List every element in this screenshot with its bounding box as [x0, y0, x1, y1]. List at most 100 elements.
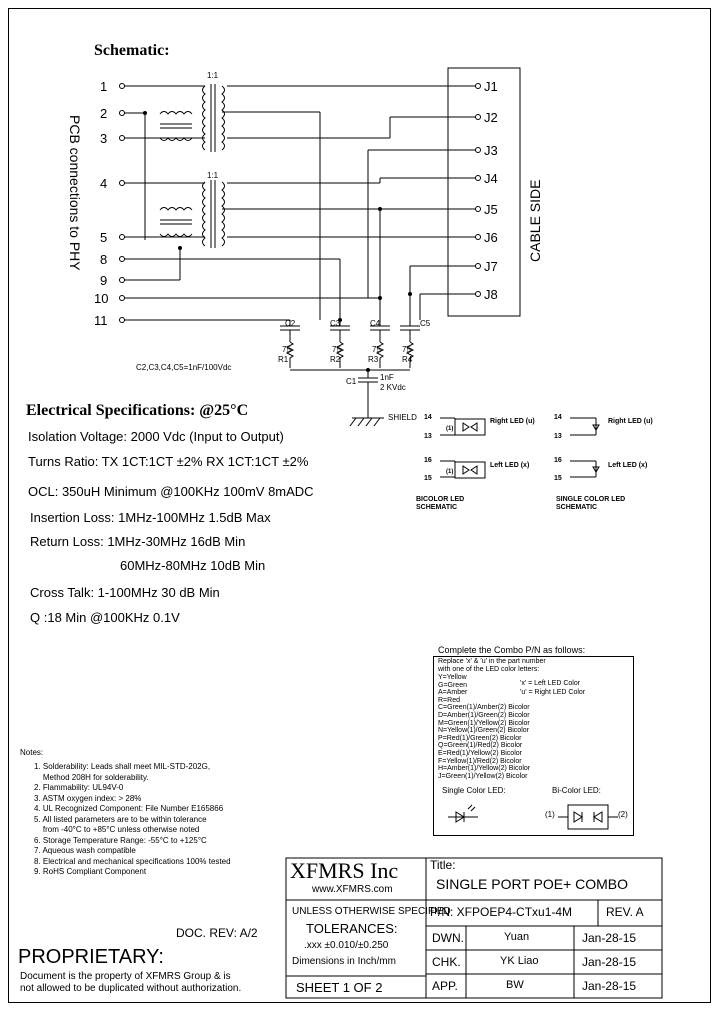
- transformer-1: [159, 84, 225, 152]
- sheet-label: SHEET 1 OF 2: [296, 980, 383, 995]
- combo-intro: with one of the LED color letters:: [438, 666, 540, 673]
- pcb-side-label: PCB connections to PHY: [67, 115, 83, 271]
- pin-label: J8: [484, 287, 498, 302]
- title-label: Title:: [430, 858, 456, 872]
- company-url: www.XFMRS.com: [312, 884, 393, 895]
- bicolor-schematic-label: BICOLOR LED: [416, 496, 464, 503]
- revision: REV. A: [606, 905, 644, 919]
- led-pin: 16: [424, 457, 432, 464]
- led-pin: 13: [554, 433, 562, 440]
- res-label: R3: [368, 355, 379, 364]
- pin-label: 11: [94, 313, 108, 328]
- tolerance-values: .xxx ±0.010/±0.250: [304, 940, 389, 951]
- proprietary-text: Document is the property of XFMRS Group …: [20, 971, 231, 982]
- caps: [280, 320, 420, 427]
- combo-num: (1): [545, 810, 555, 819]
- pin-label: 8: [100, 252, 107, 267]
- combo-led-symbols: [448, 804, 618, 830]
- unless-text: UNLESS OTHERWISE SPECIFIED: [292, 906, 451, 917]
- combo-code-item: A=Amber: [438, 689, 468, 697]
- combo-heading: Complete the Combo P/N as follows:: [438, 645, 586, 655]
- combo-code-item: R=Red: [438, 696, 460, 704]
- led-pin: 14: [424, 414, 432, 421]
- chk-name: YK Liao: [500, 955, 539, 967]
- res-value: 75: [332, 345, 341, 354]
- pin-label: 1: [100, 79, 107, 94]
- combo-code-item: J=Green(1)/Yellow(2) Bicolor: [438, 772, 528, 780]
- combo-x-note: 'x' = Left LED Color: [520, 680, 581, 687]
- combo-code-item: Y=Yellow: [438, 674, 467, 681]
- left-led-label: Left LED (x): [608, 462, 647, 469]
- chk-date: Jan-28-15: [582, 955, 637, 969]
- spec-line: OCL: 350uH Minimum @100KHz 100mV 8mADC: [28, 484, 314, 499]
- dwn-name: Yuan: [504, 931, 530, 943]
- dwn-date: Jan-28-15: [582, 931, 637, 945]
- app-date: Jan-28-15: [582, 979, 637, 993]
- spec-line: Turns Ratio: TX 1CT:1CT ±2% RX 1CT:1CT ±…: [28, 454, 309, 469]
- pin-label: 4: [100, 176, 107, 191]
- combo-code-item: P=Red(1)/Green(2) Bicolor: [438, 734, 522, 742]
- combo-code-item: E=Red(1)/Yellow(2) Bicolor: [438, 749, 522, 757]
- combo-code-item: G=Green: [438, 681, 467, 689]
- part-number: P/N: XFPOEP4-CTxu1-4M: [430, 905, 573, 919]
- doc-rev: DOC. REV: A/2: [176, 926, 258, 940]
- c1-label: C1: [346, 377, 357, 386]
- notes-title: Notes:: [20, 748, 44, 757]
- single-color-label: Single Color LED:: [442, 786, 506, 795]
- shield-label: SHIELD: [388, 413, 417, 422]
- c1-value: 1nF: [380, 373, 394, 382]
- led-schematics: 14 13 16 15 Right LED (u) Left LED (x) (…: [416, 414, 653, 511]
- app-label: APP.: [432, 979, 458, 993]
- cap-label: C5: [420, 319, 431, 328]
- proprietary-block: PROPRIETARY:: [18, 946, 284, 970]
- led-pin: 14: [554, 414, 562, 421]
- note-item: 9. RoHS Compliant Component: [34, 867, 147, 876]
- pin-label: 2: [100, 106, 107, 121]
- pin-label: 5: [100, 230, 107, 245]
- ratio-label: 1:1: [207, 171, 219, 180]
- pin-label: J6: [484, 230, 498, 245]
- combo-code-item: D=Amber(1)/Green(2) Bicolor: [438, 711, 530, 719]
- res-label: R4: [402, 355, 413, 364]
- combo-code-item: N=Yellow(1)/Green(2) Bicolor: [438, 727, 529, 735]
- electrical-title: Electrical Specifications: @25°C: [26, 402, 249, 419]
- c1-value: 2 KVdc: [380, 383, 406, 392]
- dimensions-note: Dimensions in Inch/mm: [292, 956, 396, 967]
- cable-side-box: [447, 67, 521, 317]
- pin-label: J5: [484, 202, 498, 217]
- note-item: 7. Aqueous wash compatible: [34, 846, 136, 855]
- dwn-label: DWN.: [432, 931, 464, 945]
- note-item: 8. Electrical and mechanical specificati…: [34, 856, 231, 866]
- tolerances-label: TOLERANCES:: [306, 921, 398, 936]
- right-led-label: Right LED (u): [490, 418, 535, 425]
- spec-line: Return Loss: 1MHz-30MHz 16dB Min: [30, 534, 246, 549]
- company-name: XFMRS Inc: [290, 858, 399, 883]
- note-item: from -40°C to +85°C unless otherwise not…: [34, 825, 200, 834]
- single-schematic-label: SCHEMATIC: [556, 504, 597, 511]
- spec-line: Insertion Loss: 1MHz-100MHz 1.5dB Max: [30, 510, 271, 525]
- res-label: R1: [278, 355, 289, 364]
- cap-label: C3: [330, 319, 341, 328]
- proprietary-title: PROPRIETARY:: [18, 946, 164, 968]
- combo-intro: Replace 'x' & 'u' in the part number: [438, 658, 546, 665]
- res-value: 75: [372, 345, 381, 354]
- pin-label: 10: [94, 291, 108, 306]
- pin-label: J1: [484, 79, 498, 94]
- app-name: BW: [506, 979, 524, 991]
- ratio-label: 1:1: [207, 71, 219, 80]
- chk-label: CHK.: [432, 955, 461, 969]
- spec-line: 60MHz-80MHz 10dB Min: [120, 558, 266, 573]
- combo-code-item: H=Amber(1)/Yellow(2) Bicolor: [438, 765, 531, 773]
- combo-code-item: Q=Green(1)/Red(2) Bicolor: [438, 742, 523, 750]
- pin-label: J4: [484, 171, 498, 186]
- res-label: R2: [330, 355, 341, 364]
- combo-num: (2): [618, 810, 628, 819]
- note-item: 4. UL Recognized Component: File Number …: [34, 804, 224, 813]
- transformer-2: [159, 180, 225, 248]
- combo-code-item: C=Green(1)/Amber(2) Bicolor: [438, 704, 530, 712]
- combo-box: [433, 656, 634, 836]
- note-item: Method 208H for solderability.: [34, 772, 149, 782]
- note-item: 5. All listed parameters are to be withi…: [34, 814, 207, 824]
